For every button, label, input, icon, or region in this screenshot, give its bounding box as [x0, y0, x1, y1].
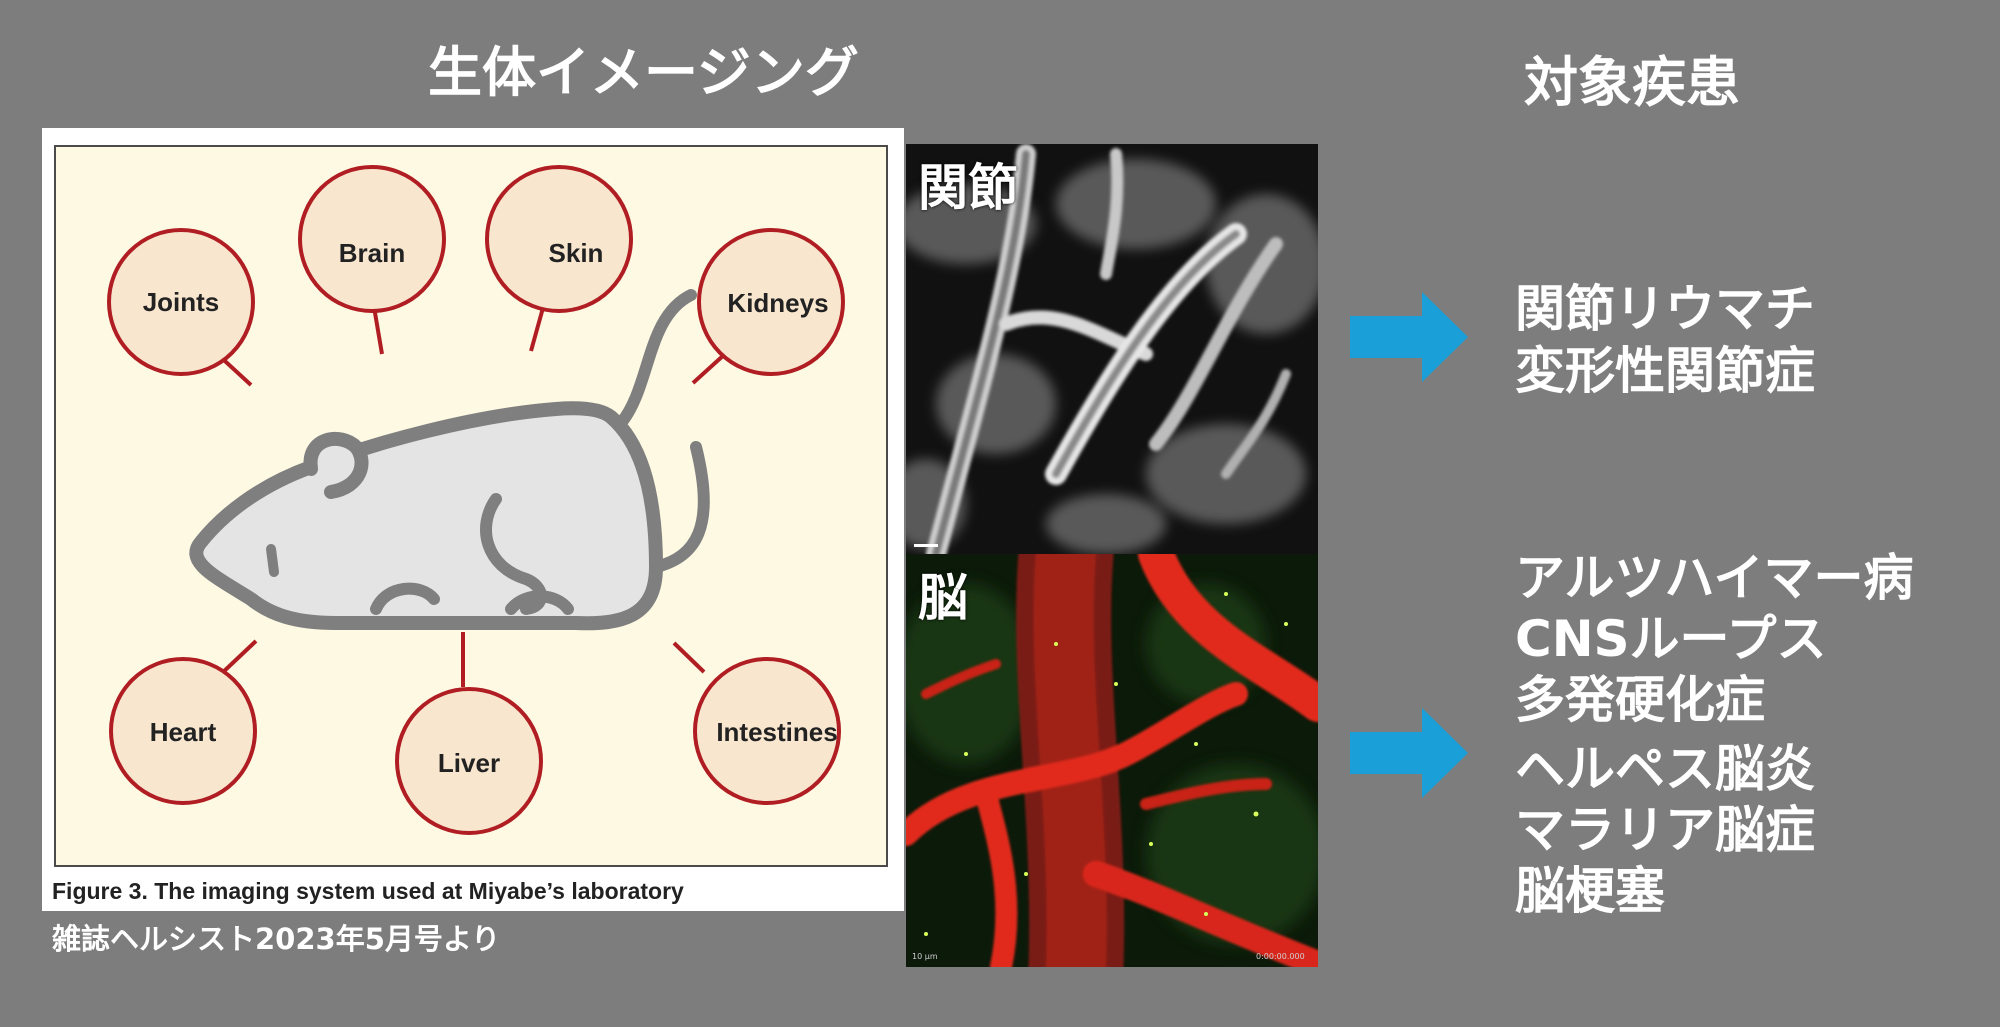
joint-scale-bar [914, 544, 938, 547]
brain-micrograph: 脳 10 µm 0:00:00.000 [906, 554, 1318, 967]
mouse-organ-illustration: Joints Brain Skin Kidneys Heart Liver In… [107, 165, 845, 835]
heart-connector [219, 639, 258, 676]
brain-disease-list: アルツハイマー病 CNSループス 多発硬化症 ヘルペス脳炎 マラリア脳症 脳梗塞 [1515, 548, 1914, 922]
mouse-icon [189, 289, 710, 631]
joint-micrograph-art [906, 144, 1318, 554]
disease-item: CNSループス [1515, 610, 1827, 668]
arrow-right-icon [1350, 292, 1468, 382]
heart-circle [109, 657, 257, 805]
brain-micrograph-art [906, 554, 1318, 967]
disease-item: マラリア脳症 [1515, 801, 1815, 859]
brain-timestamp: 0:00:00.000 [1256, 952, 1305, 961]
disease-item: アルツハイマー病 [1515, 549, 1914, 607]
imaging-title: 生体イメージング [428, 41, 859, 104]
diseases-title: 対象疾患 [1524, 51, 1740, 114]
figure-caption: Figure 3. The imaging system used at Miy… [52, 878, 684, 904]
joint-micrograph: 関節 [906, 144, 1318, 554]
joint-disease-list: 関節リウマチ 変形性関節症 [1515, 278, 1815, 402]
organ-label-intestines: Intestines [716, 717, 837, 747]
disease-item: 関節リウマチ [1515, 280, 1815, 338]
source-note: 雑誌ヘルシスト2023年5月号より [52, 922, 501, 956]
skin-circle [485, 165, 633, 313]
disease-item: ヘルペス脳炎 [1515, 740, 1815, 798]
joints-circle [107, 228, 255, 376]
disease-item: 脳梗塞 [1515, 862, 1665, 920]
mouse-figure-panel: Joints Brain Skin Kidneys Heart Liver In… [54, 145, 888, 867]
joint-label: 関節 [918, 159, 1018, 217]
organ-label-kidneys: Kidneys [727, 288, 828, 318]
brain-label: 脳 [918, 569, 968, 627]
intestines-connector [672, 641, 706, 674]
kidneys-circle [697, 228, 845, 376]
intestines-circle [693, 657, 841, 805]
organ-label-heart: Heart [150, 717, 217, 747]
arrow-right-icon [1350, 708, 1468, 798]
mouse-figure-card: Joints Brain Skin Kidneys Heart Liver In… [42, 128, 904, 911]
disease-item: 変形性関節症 [1515, 342, 1815, 400]
disease-item: 多発硬化症 [1515, 671, 1765, 729]
liver-circle [395, 687, 543, 835]
kidneys-connector [691, 352, 727, 385]
organ-label-joints: Joints [143, 287, 220, 317]
brain-scale-text: 10 µm [912, 952, 938, 961]
organ-label-liver: Liver [438, 748, 500, 778]
organ-label-brain: Brain [339, 238, 405, 268]
brain-circle [298, 165, 446, 313]
organ-label-skin: Skin [549, 238, 604, 268]
